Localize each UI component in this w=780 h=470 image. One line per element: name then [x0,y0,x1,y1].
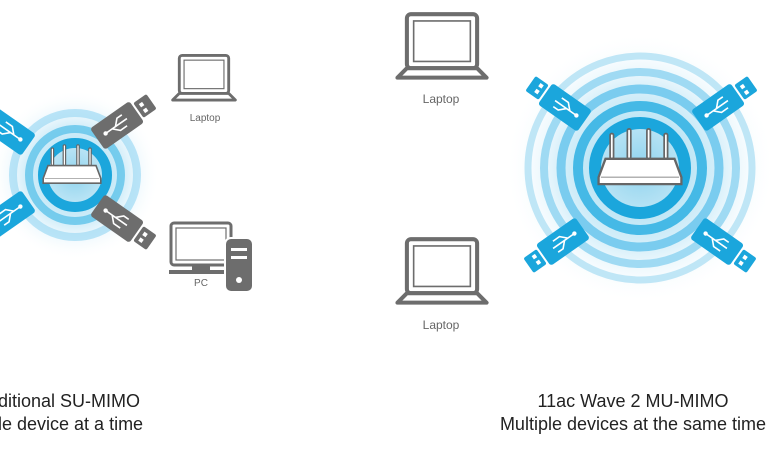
laptop-label: Laptop [423,92,460,106]
laptop-label: Laptop [190,113,221,124]
caption-subtitle: le device at a time [0,414,144,434]
laptop-icon [171,53,237,102]
caption-title: ditional SU-MIMO [0,391,141,411]
su-mimo-caption: ditional SU-MIMO le device at a time [0,390,143,436]
mu-mimo-caption: 11ac Wave 2 MU-MIMO Multiple devices at … [488,390,778,436]
laptop-label: Laptop [423,318,460,332]
caption-title: 11ac Wave 2 MU-MIMO [537,391,729,411]
signal-ring [9,109,141,241]
signal-ring [573,101,707,235]
signal-ring [556,84,724,252]
pc-label: PC [194,278,208,289]
pc-icon [169,221,254,293]
laptop-icon [397,239,486,302]
signal-ring [589,117,691,219]
signal-ring [524,52,756,284]
signal-ring [25,125,125,225]
caption-subtitle: Multiple devices at the same time [499,414,767,434]
signal-ring [38,138,112,212]
laptop-icon [397,14,486,77]
signal-ring [540,68,740,268]
